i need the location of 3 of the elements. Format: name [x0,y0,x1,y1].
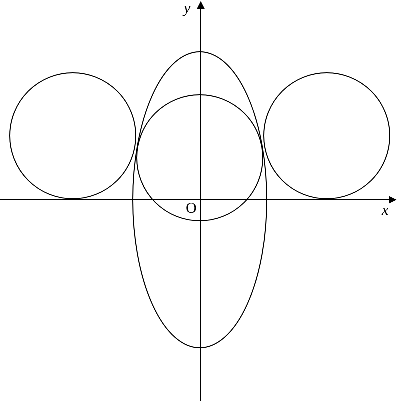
origin-label: O [186,202,197,217]
y-axis-label: y [184,2,191,17]
x-axis-label: x [382,204,389,219]
